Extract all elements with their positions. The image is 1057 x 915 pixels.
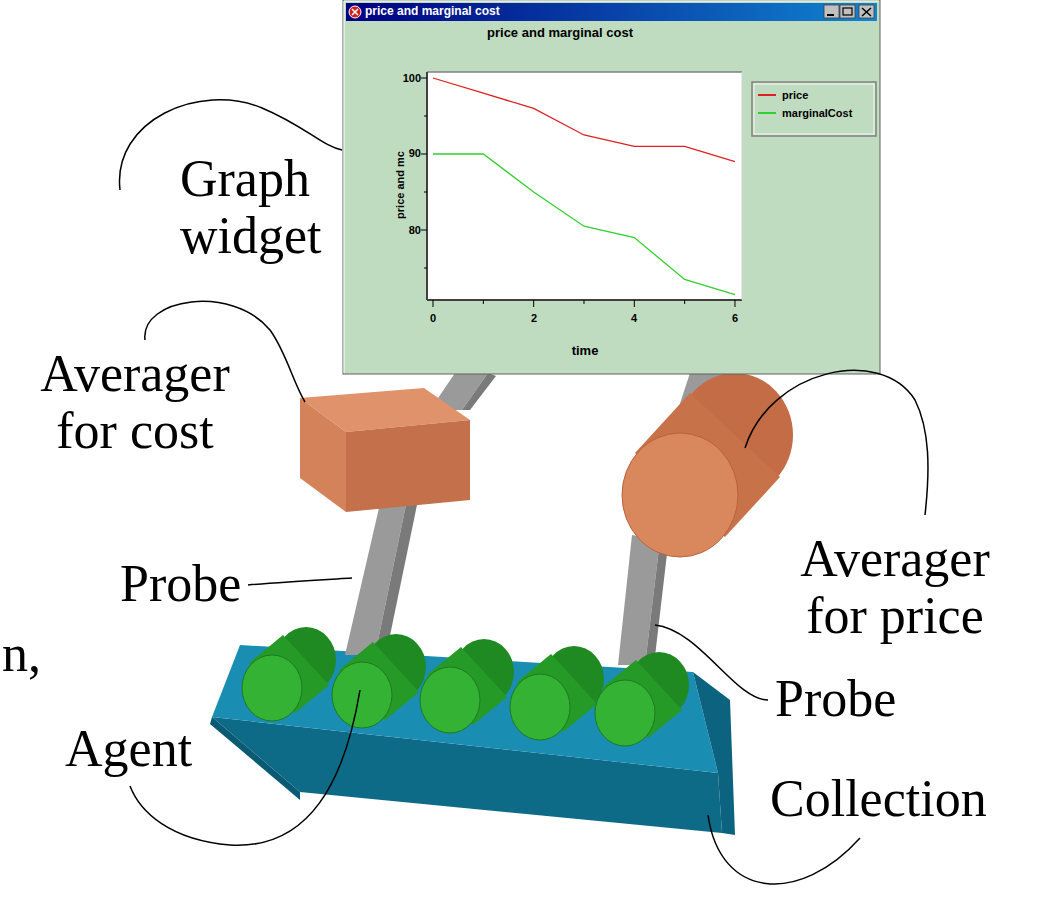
callout-label: Averager for cost bbox=[15, 345, 255, 459]
averager-box bbox=[300, 388, 470, 512]
tick-label: 4 bbox=[631, 312, 637, 324]
data-line bbox=[433, 78, 735, 162]
fragment-label: n, bbox=[2, 625, 41, 682]
graph-window-frame bbox=[343, 0, 880, 374]
axis-label: time bbox=[572, 343, 599, 358]
averager-cylinder bbox=[622, 373, 793, 557]
callout-label: Graph widget bbox=[180, 150, 340, 264]
legend: price marginalCost bbox=[758, 86, 852, 122]
tick-label: 80 bbox=[409, 224, 421, 236]
legend-swatch bbox=[758, 94, 776, 96]
tick-label: 6 bbox=[732, 312, 738, 324]
callout-label: Collection bbox=[770, 770, 987, 827]
axis-label: price and mc bbox=[394, 151, 406, 219]
chart-title: price and marginal cost bbox=[487, 25, 633, 40]
tick-label: 2 bbox=[531, 312, 537, 324]
tick-label: 0 bbox=[430, 312, 436, 324]
window-title: price and marginal cost bbox=[365, 4, 500, 18]
plot-lines bbox=[433, 78, 735, 295]
legend-swatch bbox=[758, 112, 776, 114]
tick-label: 100 bbox=[403, 72, 421, 84]
legend-row: marginalCost bbox=[758, 104, 852, 122]
tick-label: 90 bbox=[409, 147, 421, 159]
callout-label: Agent bbox=[65, 720, 192, 777]
callout-label: Averager for price bbox=[770, 530, 1020, 644]
legend-text: marginalCost bbox=[782, 107, 852, 119]
axis-ticks bbox=[421, 78, 735, 307]
legend-row: price bbox=[758, 86, 852, 104]
callout-label: Probe bbox=[775, 670, 896, 727]
leader-lines bbox=[119, 100, 927, 884]
graph-window: price and marginal cost price and margina… bbox=[343, 0, 880, 374]
callout-label: Probe bbox=[120, 555, 241, 612]
agent-cylinders bbox=[242, 627, 689, 746]
collection-slab bbox=[210, 645, 735, 835]
data-line bbox=[433, 154, 735, 295]
legend-text: price bbox=[782, 89, 808, 101]
